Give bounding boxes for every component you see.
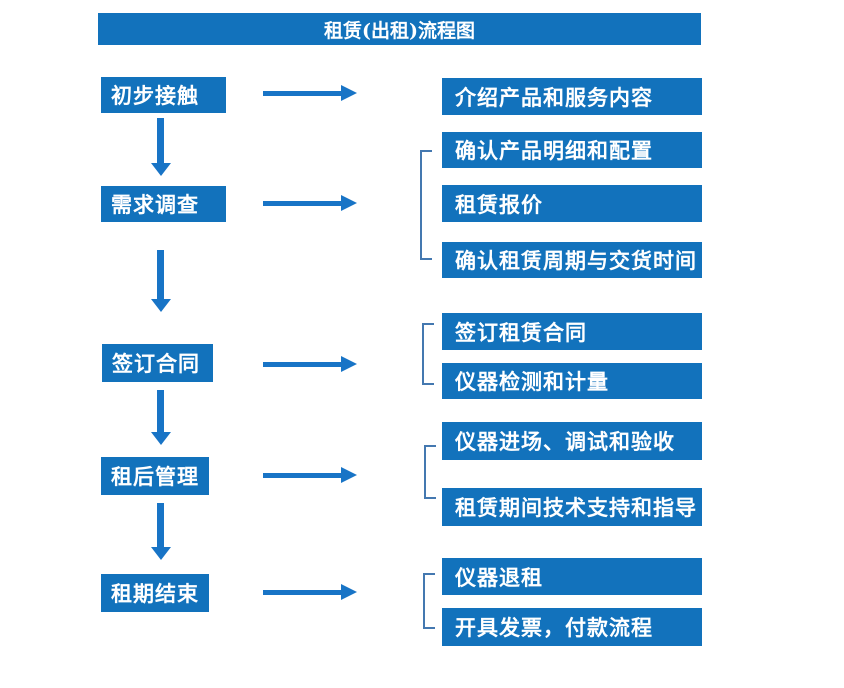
step-box-lease-end: 租期结束	[101, 574, 209, 612]
detail-label: 仪器进场、调试和验收	[455, 429, 675, 454]
down-arrow-icon	[151, 118, 171, 176]
detail-label: 仪器检测和计量	[455, 369, 609, 394]
down-arrow-icon	[151, 390, 171, 445]
step-label: 需求调查	[111, 192, 199, 217]
detail-box-sign-rental-contract: 签订租赁合同	[442, 313, 702, 350]
detail-label: 签订租赁合同	[455, 319, 587, 345]
step-label: 签订合同	[112, 351, 200, 376]
detail-label: 租赁期间技术支持和指导	[455, 495, 697, 520]
detail-box-rental-quotation: 租赁报价	[442, 185, 702, 222]
right-arrow-icon	[263, 356, 357, 372]
detail-box-introduce-products: 介绍产品和服务内容	[442, 78, 702, 115]
right-arrow-icon	[263, 584, 357, 600]
group-bracket-icon	[424, 445, 436, 499]
flowchart-title-text: 租赁(出租)流程图	[324, 19, 475, 42]
detail-box-instrument-testing: 仪器检测和计量	[442, 363, 702, 399]
detail-box-tech-support: 租赁期间技术支持和指导	[442, 488, 702, 526]
step-box-demand-survey: 需求调查	[101, 186, 226, 222]
group-bracket-icon	[422, 323, 434, 385]
detail-box-invoice-payment: 开具发票，付款流程	[442, 608, 702, 646]
step-box-post-rental-management: 租后管理	[101, 457, 209, 495]
detail-label: 确认产品明细和配置	[455, 138, 653, 163]
right-arrow-icon	[263, 85, 357, 101]
flowchart-title: 租赁(出租)流程图	[98, 13, 701, 45]
detail-label: 仪器退租	[455, 564, 543, 590]
detail-label: 开具发票，付款流程	[455, 615, 653, 640]
right-arrow-icon	[263, 195, 357, 211]
step-label: 租期结束	[111, 581, 199, 606]
detail-label: 租赁报价	[455, 191, 543, 217]
detail-label: 确认租赁周期与交货时间	[455, 248, 697, 273]
detail-box-instrument-return: 仪器退租	[442, 558, 702, 595]
step-box-sign-contract: 签订合同	[102, 344, 213, 382]
step-label: 租后管理	[111, 464, 199, 489]
step-label: 初步接触	[111, 83, 199, 108]
step-box-initial-contact: 初步接触	[101, 77, 226, 113]
group-bracket-icon	[423, 573, 435, 629]
down-arrow-icon	[151, 503, 171, 560]
group-bracket-icon	[420, 150, 432, 260]
down-arrow-icon	[151, 250, 171, 312]
detail-box-instrument-installation: 仪器进场、调试和验收	[442, 422, 702, 460]
right-arrow-icon	[263, 467, 357, 483]
detail-box-confirm-rental-period: 确认租赁周期与交货时间	[442, 242, 702, 278]
detail-box-confirm-product-details: 确认产品明细和配置	[442, 132, 702, 168]
detail-label: 介绍产品和服务内容	[455, 84, 653, 110]
